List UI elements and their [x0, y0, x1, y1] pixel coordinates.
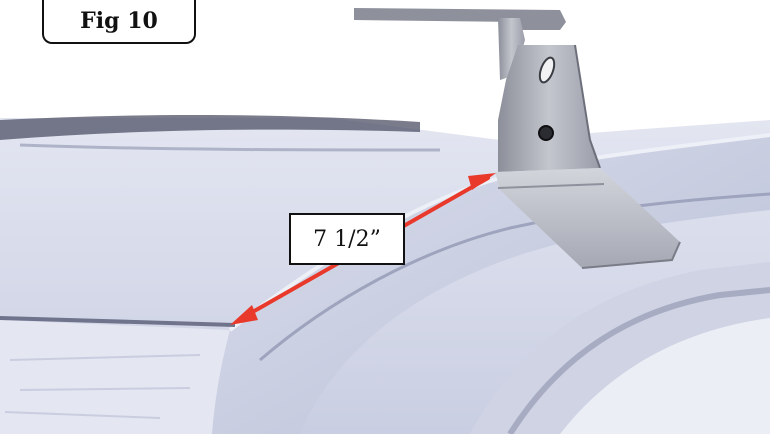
arrowhead-right	[468, 173, 496, 190]
roof-front-seam	[0, 115, 420, 140]
bracket-plate	[498, 45, 600, 172]
figure-label: Fig 10	[42, 0, 196, 44]
bracket-foot-pad	[495, 168, 680, 268]
bracket-foot-pad-edge	[581, 241, 681, 269]
measurement-label: 7 1/2”	[289, 213, 405, 265]
bracket-foot-pad-fold	[497, 183, 605, 189]
arrowhead-left	[230, 305, 258, 325]
left-panel-texture	[4, 354, 201, 419]
left-lower-panel	[0, 320, 230, 434]
bracket-plate-edge	[574, 44, 601, 169]
left-panel-seam	[0, 316, 236, 327]
bracket-bolt	[538, 125, 554, 141]
bracket-slot-hole	[538, 56, 556, 84]
bracket-top-arm	[354, 8, 566, 30]
roof-seam-highlight	[19, 143, 441, 152]
window-opening	[560, 318, 770, 434]
door-frame-groove	[507, 287, 770, 434]
roof-rail-edge-dark	[259, 192, 770, 362]
bracket-upright	[498, 18, 525, 80]
